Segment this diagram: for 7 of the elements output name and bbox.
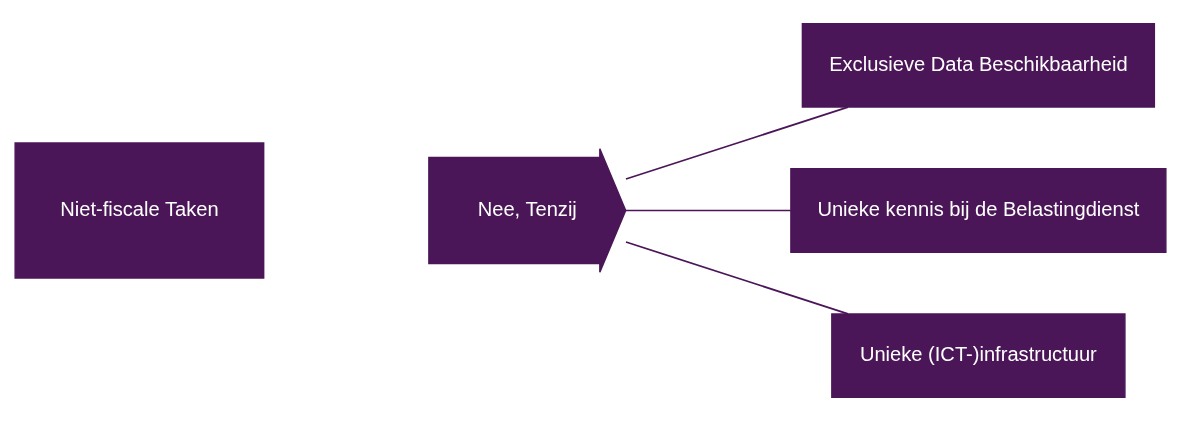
- node-box: Unieke kennis bij de Belastingdienst: [790, 168, 1167, 253]
- connector: [625, 209, 792, 212]
- node-box: Unieke (ICT-)infrastructuur: [831, 313, 1126, 398]
- connector: [625, 106, 849, 180]
- connector: [625, 241, 849, 315]
- node-box: Exclusieve Data Beschikbaarheid: [801, 23, 1156, 108]
- node-box: Niet-fiscale Taken: [14, 142, 265, 279]
